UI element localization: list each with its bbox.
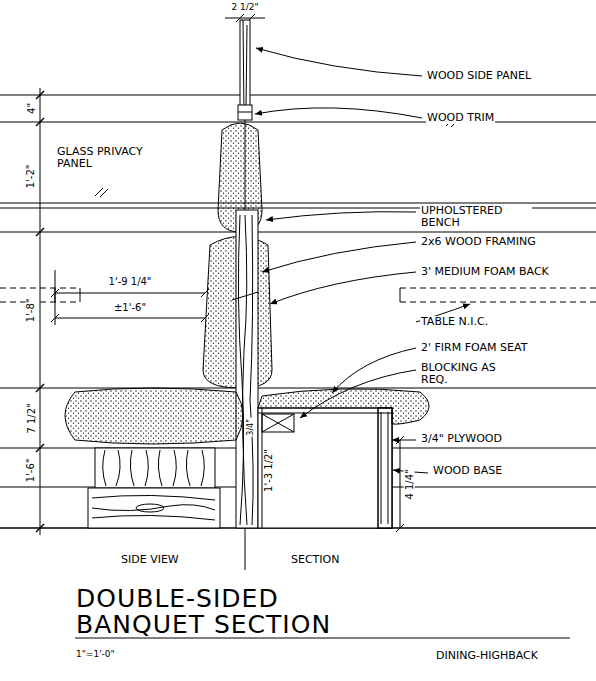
callout-label: UPHOLSTERED BENCH xyxy=(420,205,532,229)
callout-label: WOOD SIDE PANEL xyxy=(426,70,532,82)
dimension-label: 2 1/2" xyxy=(230,3,259,13)
callout-label: TABLE N.I.C. xyxy=(420,316,489,328)
dimension-label: 1'-6" xyxy=(26,457,37,483)
dimension-label: 1'-8" xyxy=(26,297,37,323)
scale-label: 1"=1'-0" xyxy=(75,650,116,660)
dimension-label: 1'-9 1/4" xyxy=(108,276,153,287)
callout-label: 2' FIRM FOAM SEAT xyxy=(420,342,528,354)
dimension-label: ±1'-6" xyxy=(113,302,147,313)
dimension-label: 3/4" xyxy=(247,418,256,437)
dimension-label: 4" xyxy=(26,102,37,115)
callout-label: 2x6 WOOD FRAMING xyxy=(420,236,537,248)
dimension-label: 1'-3 1/2" xyxy=(263,448,274,493)
view-label: SECTION xyxy=(290,554,340,566)
callout-label: GLASS PRIVACY PANEL xyxy=(56,146,178,170)
callout-label: 3/4" PLYWOOD xyxy=(420,433,503,445)
dimension-label: 4 1/4" xyxy=(403,468,414,500)
callout-label: BLOCKING AS REQ. xyxy=(420,362,512,386)
callout-label: WOOD BASE xyxy=(432,465,503,477)
view-label: SIDE VIEW xyxy=(120,554,180,566)
dimension-label: 1'-2" xyxy=(26,163,37,189)
dimension-label: 7 1/2" xyxy=(25,402,36,434)
sheet-label: DINING-HIGHBACK xyxy=(435,650,539,662)
callout-label: 3' MEDIUM FOAM BACK xyxy=(420,266,550,278)
drawing-title: DOUBLE-SIDED BANQUET SECTION xyxy=(75,586,407,639)
callout-label: WOOD TRIM xyxy=(426,112,495,124)
